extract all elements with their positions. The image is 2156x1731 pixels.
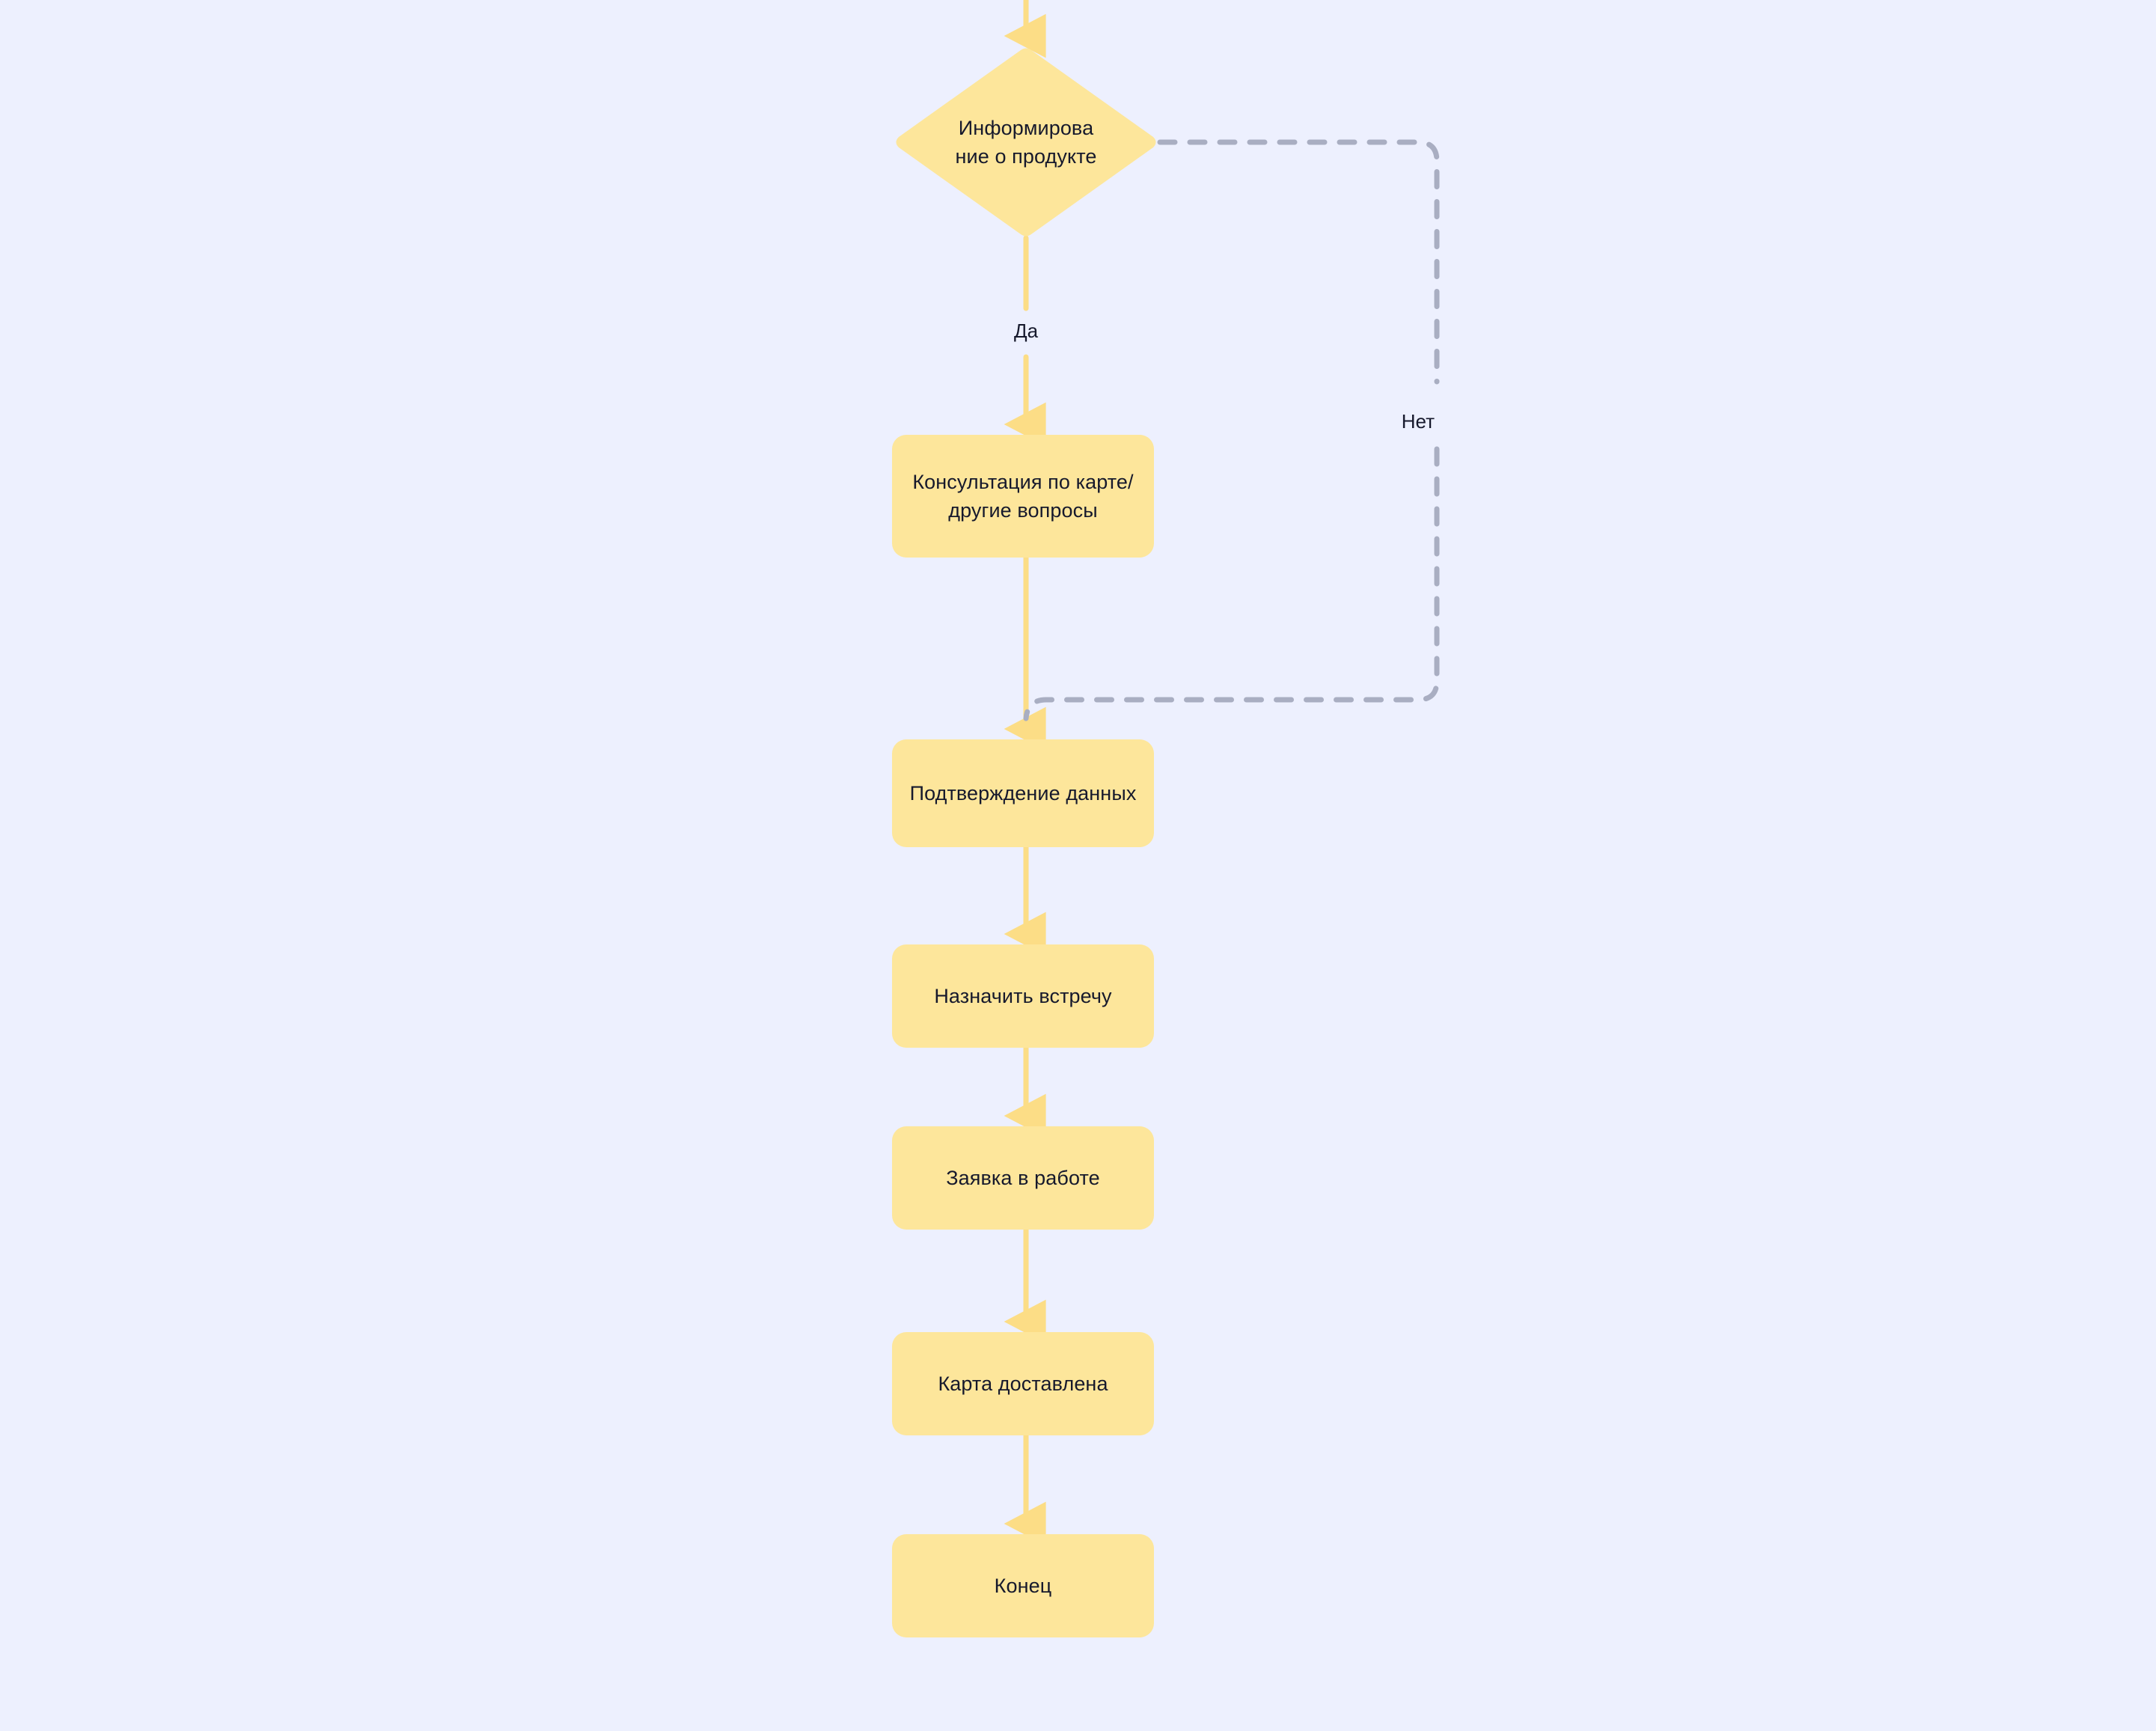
node-label: Назначить встречу: [934, 984, 1112, 1007]
node-application-in-progress[interactable]: Заявка в работе: [892, 1126, 1154, 1230]
diamond-shape-icon: [896, 48, 1156, 236]
node-consultation-card-other-questions[interactable]: Консультация по карте/ другие вопросы: [892, 435, 1154, 558]
node-end[interactable]: Конец: [892, 1534, 1154, 1637]
node-label: Информирова ние о продукте: [955, 116, 1097, 168]
node-card-delivered[interactable]: Карта доставлена: [892, 1332, 1154, 1435]
node-label: Консультация по карте/ другие вопросы: [912, 470, 1134, 522]
edge-label-yes: Да: [1007, 317, 1045, 346]
node-inform-about-product[interactable]: Информирова ние о продукте: [895, 46, 1157, 238]
node-label: Карта доставлена: [938, 1372, 1108, 1395]
node-data-confirmation[interactable]: Подтверждение данных: [892, 739, 1154, 847]
node-label: Заявка в работе: [946, 1166, 1100, 1189]
node-schedule-meeting[interactable]: Назначить встречу: [892, 944, 1154, 1048]
edge-label-no: Нет: [1395, 408, 1441, 436]
node-label: Конец: [994, 1574, 1052, 1597]
node-label: Подтверждение данных: [909, 781, 1137, 805]
